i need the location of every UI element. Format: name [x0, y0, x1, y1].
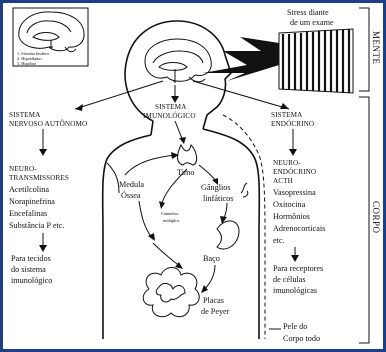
- para-tecidos-text: Para tecidos: [11, 254, 51, 263]
- neuroendocrino-heading: NEURO-: [273, 159, 301, 167]
- neurotransmissor-item: Acetilcolina: [9, 185, 49, 194]
- para-tecidos-text: do sistema: [11, 265, 46, 274]
- exam-book-icon: [279, 29, 353, 93]
- head-pituitary: [173, 69, 177, 83]
- diagram-paper: 1. Sistema límbico 2. Hipotálamo 3. Hipó…: [3, 3, 383, 349]
- sidebar: MENTE CORPO: [359, 8, 381, 343]
- mente-bracket: [359, 8, 369, 91]
- system-imuno-label: IMUNOLÓGICO: [143, 110, 196, 120]
- arrow-medula-timo: [125, 155, 177, 175]
- neuroendocrino-item: Oxitocina: [273, 200, 306, 209]
- cerebellum-shape: [65, 47, 76, 52]
- neurotransmissores-heading: TRANSMISSORES: [9, 174, 69, 182]
- lymph-node-icon: [241, 183, 248, 197]
- head-limbic-shape: [159, 63, 187, 71]
- system-endocrino-label: ENDÓCRINO: [271, 118, 314, 128]
- neuroendocrino-heading: ENDÓCRINO: [273, 166, 316, 176]
- pele-text: Pele do: [283, 322, 307, 331]
- organ-placas-label: Placas: [203, 296, 224, 305]
- receptores-text: de células: [273, 275, 306, 284]
- organ-baco-label: Baço: [203, 254, 220, 263]
- receptores-text: imunológicas: [273, 286, 317, 295]
- neurotransmissor-item: Norapinefrina: [9, 197, 55, 206]
- thymus-shape: [178, 145, 197, 165]
- head-cerebellum: [189, 77, 205, 82]
- neurotransmissor-item: Substância P etc.: [9, 221, 64, 230]
- neuroendocrino-item: Adrenocorticais: [273, 224, 325, 233]
- system-endocrino-label: SISTEMA: [271, 111, 303, 119]
- caminhos-label: Caminhos: [161, 211, 179, 216]
- mind-body-diagram: 1. Sistema límbico 2. Hipotálamo 3. Hipó…: [3, 3, 383, 349]
- neuroendocrino-item: etc.: [273, 236, 285, 245]
- organ-ganglios-label: linfáticos: [203, 194, 233, 203]
- shoulder-curve: [107, 163, 119, 193]
- para-tecidos-text: imunológico: [11, 276, 52, 285]
- neurotransmissores-heading: NEURO-: [9, 165, 37, 173]
- receptores-text: Para receptores: [273, 264, 323, 273]
- intestines-inner: [156, 283, 185, 302]
- organ-medula-label: Medula: [119, 180, 144, 189]
- neuroendocrino-item: Hormônios: [273, 212, 310, 221]
- arrow-caminhos-intestines: [153, 243, 181, 267]
- stress-label-line1: Stress diante: [287, 8, 329, 17]
- neurotransmissor-item: Encefalinas: [9, 209, 47, 218]
- system-nervoso-label: NERVOSO AUTÔNOMO: [9, 118, 87, 128]
- corpo-bracket: [359, 97, 369, 343]
- limbic-system-shape: [33, 33, 59, 41]
- body-figure: [103, 115, 265, 339]
- brain-legend-item: 3. Hipófise: [17, 61, 36, 66]
- organ-timo-label: Timo: [177, 168, 194, 177]
- organ-ganglios-label: Gânglios: [201, 183, 231, 192]
- intestines-outline: [143, 268, 199, 317]
- system-imuno-label: SISTEMA: [155, 103, 187, 111]
- head-brain-gyrus: [153, 51, 203, 63]
- caminhos-label: múltiplos: [163, 218, 180, 223]
- spleen-shape: [217, 221, 239, 249]
- arrow-medula-down: [139, 201, 153, 239]
- organ-medula-label: Óssea: [121, 190, 141, 200]
- corpo-label: CORPO: [371, 201, 381, 234]
- neck-left: [151, 121, 153, 135]
- mente-label: MENTE: [371, 31, 381, 65]
- neuroendocrino-item: Vasopressina: [273, 188, 316, 197]
- lightning-bolt-icon: [203, 37, 279, 81]
- stress-label-line2: de um exame: [290, 18, 334, 27]
- pele-text: Corpo todo: [283, 334, 320, 343]
- neuroendocrino-heading: ACTH: [273, 177, 293, 185]
- brain-inset: 1. Sistema límbico 2. Hipotálamo 3. Hipó…: [13, 8, 88, 66]
- organ-placas-label: de Peyer: [201, 307, 230, 316]
- brain-inset-gyrus: [27, 21, 71, 33]
- system-nervoso-label: SISTEMA: [9, 111, 41, 119]
